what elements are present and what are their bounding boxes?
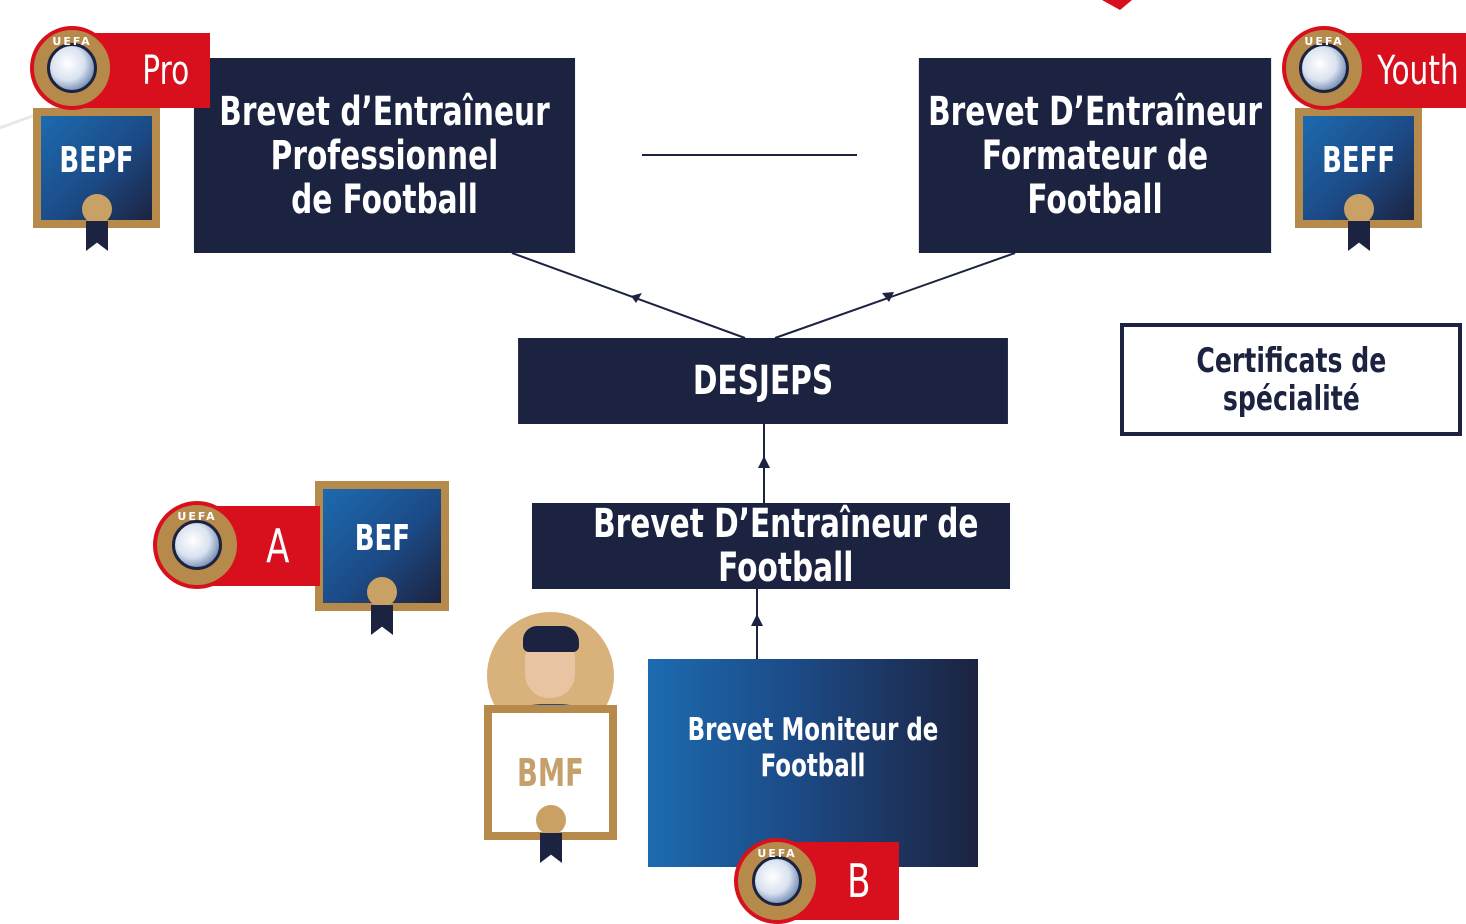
- decorative-corner-red: [1102, 0, 1132, 10]
- bef-badge-code: BEF: [354, 517, 410, 559]
- beff-title-line2: Formateur de Football: [981, 132, 1209, 223]
- ribbon-icon: [540, 833, 562, 863]
- arrow-desjeps-to-bepf: [511, 252, 746, 339]
- uefa-logo-icon: UEFA: [734, 838, 820, 924]
- bepf-badge: BEPF: [33, 108, 160, 251]
- arrowhead-bef: [751, 614, 763, 626]
- certificats-line1: Certificats de: [1196, 340, 1386, 381]
- bepf-title-line1: Brevet d’Entraîneur: [219, 88, 550, 135]
- beff-box: Brevet D’Entraîneur Formateur de Footbal…: [918, 58, 1272, 253]
- uefa-logo-text: UEFA: [757, 847, 797, 860]
- globe-icon: [1299, 43, 1349, 93]
- beff-badge: BEFF: [1295, 108, 1422, 251]
- arrowhead-bepf: [631, 293, 642, 303]
- bef-badge: BEF: [315, 481, 449, 635]
- ribbon-icon: [371, 605, 393, 635]
- uefa-pro-label: Pro: [142, 47, 190, 94]
- uefa-a-label: A: [265, 519, 290, 573]
- bef-box: Brevet D’Entraîneur de Football: [531, 501, 1011, 591]
- bepf-title-line3: de Football: [291, 176, 478, 223]
- ribbon-icon: [86, 221, 108, 251]
- uefa-logo-text: UEFA: [52, 35, 92, 48]
- bmf-badge-code: BMF: [517, 750, 584, 795]
- seal-icon: [367, 577, 397, 607]
- bepf-box: Brevet d’Entraîneur Professionnel de Foo…: [193, 58, 576, 253]
- certificats-line2: spécialité: [1222, 378, 1360, 419]
- uefa-b-label: B: [846, 854, 871, 908]
- globe-icon: [752, 856, 802, 906]
- arrow-desjeps-to-beff: [774, 252, 1016, 339]
- desjeps-box: DESJEPS: [518, 338, 1008, 424]
- bmf-box: Brevet Moniteur de Football: [647, 659, 979, 867]
- arrowhead-desjeps: [758, 456, 770, 468]
- uefa-logo-icon: UEFA: [30, 26, 114, 110]
- ribbon-icon: [1348, 221, 1370, 251]
- desjeps-title: DESJEPS: [692, 358, 834, 404]
- bepf-title-line2: Professionnel: [270, 132, 499, 179]
- bmf-badge: BMF: [484, 705, 617, 863]
- arrowhead-beff: [882, 292, 894, 302]
- globe-icon: [172, 520, 222, 570]
- seal-icon: [1344, 194, 1374, 224]
- bepf-badge-code: BEPF: [59, 139, 134, 181]
- uefa-logo-icon: UEFA: [1282, 26, 1366, 110]
- avatar-hair: [523, 626, 579, 652]
- uefa-logo-icon: UEFA: [153, 501, 241, 589]
- bmf-title: Brevet Moniteur de Football: [687, 712, 939, 784]
- beff-title-line1: Brevet D’Entraîneur: [928, 88, 1262, 135]
- bef-title: Brevet D’Entraîneur de Football: [593, 501, 979, 591]
- beff-badge-code: BEFF: [1322, 139, 1395, 181]
- uefa-logo-text: UEFA: [1304, 35, 1344, 48]
- seal-icon: [536, 805, 566, 835]
- uefa-youth-label: Youth: [1376, 47, 1459, 94]
- certificats-box: Certificats de spécialité: [1120, 323, 1462, 436]
- globe-icon: [47, 43, 97, 93]
- seal-icon: [82, 194, 112, 224]
- uefa-logo-text: UEFA: [177, 510, 217, 523]
